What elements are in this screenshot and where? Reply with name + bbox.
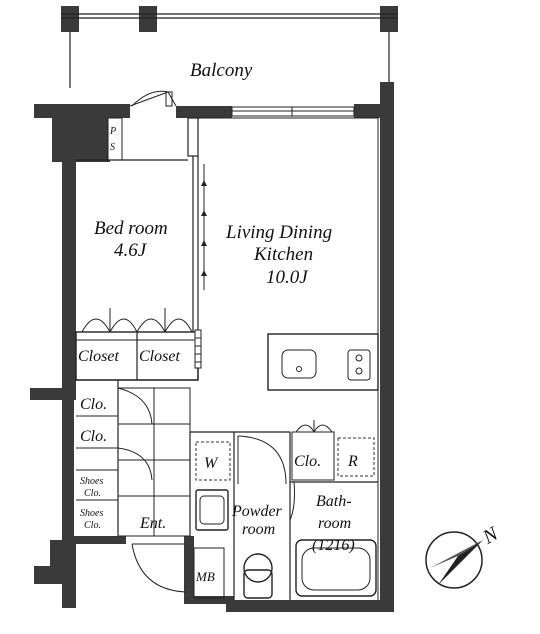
ps-label-p: P	[109, 126, 116, 137]
compass-north-label: N	[478, 522, 503, 549]
ps-label-s: S	[110, 142, 115, 153]
balcony-windows	[129, 90, 355, 117]
ldk-label-line2: Kitchen	[253, 244, 313, 265]
exterior-walls	[30, 82, 394, 612]
shoes-lower-line1: Shoes	[80, 508, 103, 519]
kitchen-counter	[267, 333, 379, 391]
entrance-label: Ent.	[139, 515, 166, 532]
bathtub	[295, 539, 377, 597]
closet-left-label: Closet	[78, 348, 119, 365]
clo-bath-label: Clo.	[294, 453, 321, 470]
bathroom-label-line1: Bath-	[316, 493, 352, 510]
ldk-label-line1: Living Dining	[225, 222, 332, 243]
shoes-upper-line1: Shoes	[80, 476, 103, 487]
powder-room-fixtures	[195, 489, 273, 599]
bathroom-size-label: (1216)	[312, 537, 355, 554]
powder-room-label-line1: Powder	[231, 503, 283, 520]
refrigerator-label: R	[347, 453, 358, 470]
washer-space	[195, 441, 231, 481]
clo-upper-label: Clo.	[80, 396, 107, 413]
bathroom-label-line2: room	[318, 515, 351, 532]
north-compass-icon: N	[425, 522, 503, 589]
balcony-structure	[61, 6, 398, 88]
mb-label: MB	[195, 569, 215, 584]
ldk-size-label: 10.0J	[266, 267, 309, 288]
powder-room-label-line2: room	[242, 521, 275, 538]
balcony-label: Balcony	[190, 60, 253, 81]
washer-label: W	[204, 455, 219, 472]
bedroom-size-label: 4.6J	[114, 240, 148, 261]
clo-lower-label: Clo.	[80, 428, 107, 445]
bedroom-name-label: Bed room	[94, 218, 168, 239]
refrigerator-space	[337, 437, 375, 477]
closet-right-label: Closet	[139, 348, 180, 365]
shoes-upper-line2: Clo.	[84, 488, 101, 499]
shoes-lower-line2: Clo.	[84, 520, 101, 531]
pipe-shaft: P S	[107, 117, 123, 161]
